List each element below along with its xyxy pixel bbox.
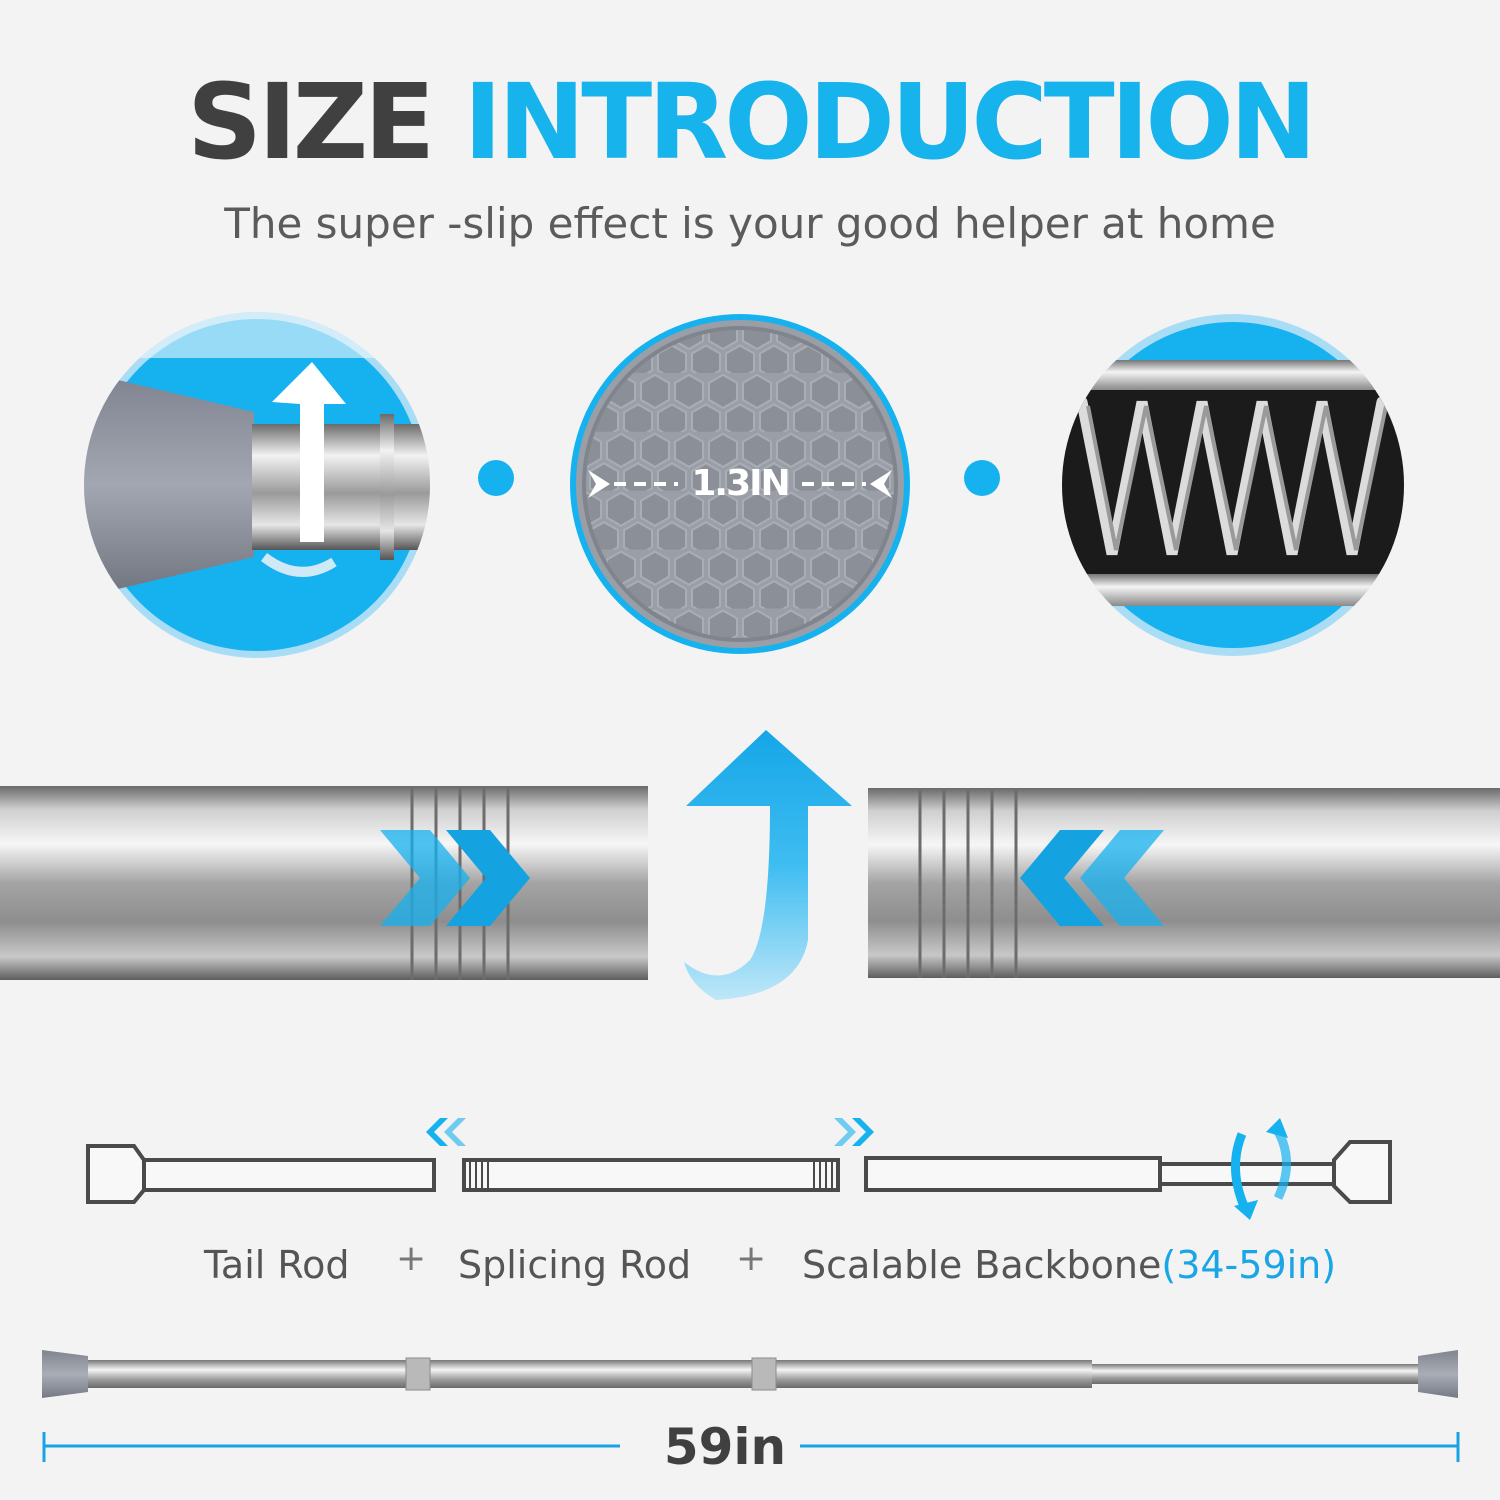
left-end-cap	[42, 1350, 88, 1398]
right-rod-thread	[918, 788, 1018, 978]
pad-diameter-label: 1.3IN	[691, 463, 790, 504]
separator-dot	[478, 460, 514, 496]
splicing-rod-outline	[462, 1158, 840, 1192]
chevron-right-icon	[446, 830, 530, 926]
title-word-introduction: INTRODUCTION	[463, 61, 1316, 183]
splicing-rod-label: Splicing Rod	[458, 1243, 692, 1287]
plus-sign: +	[396, 1238, 427, 1279]
scalable-backbone-label: Scalable Backbone(34-59in)	[802, 1240, 1336, 1290]
tail-rod-label: Tail Rod	[204, 1243, 350, 1287]
chevron-left-icon	[1080, 830, 1164, 926]
pad-detail-circle: 1.3IN	[570, 314, 910, 654]
separator-dot	[964, 460, 1000, 496]
rotate-icon	[1230, 1118, 1291, 1220]
right-end-cap	[1418, 1350, 1458, 1398]
chevron-left-icon	[1020, 830, 1104, 926]
inner-tube-section	[1092, 1364, 1418, 1384]
spring-closeup-image	[1062, 322, 1404, 648]
total-length-label: 59in	[663, 1418, 787, 1476]
backbone-cap	[1332, 1140, 1392, 1204]
subtitle: The super -slip effect is your good help…	[224, 199, 1276, 248]
page-title: SIZE INTRODUCTION	[0, 62, 1500, 182]
chevron-right-icon	[380, 830, 470, 926]
plus-sign: +	[736, 1238, 767, 1279]
tail-rod-section	[88, 1360, 452, 1388]
scalable-backbone-text: Scalable Backbone	[802, 1243, 1162, 1287]
scalable-range-text: (34-59in)	[1161, 1243, 1337, 1287]
rotate-up-arrow-icon	[684, 730, 852, 1000]
joint-thread	[751, 1357, 777, 1391]
double-chevron-right-icon	[834, 1118, 874, 1146]
left-rod-segment	[0, 786, 648, 980]
title-word-size: SIZE	[187, 61, 435, 183]
honeycomb-pad-image	[576, 320, 904, 648]
backbone-outer-tube	[864, 1156, 1162, 1192]
spring-detail-circle	[1062, 314, 1404, 656]
double-chevron-left-icon	[426, 1118, 466, 1146]
right-rod-segment	[868, 788, 1500, 978]
tail-rod-outline	[142, 1158, 436, 1192]
splicing-rod-threads	[469, 1160, 833, 1190]
joint-thread	[405, 1357, 431, 1391]
